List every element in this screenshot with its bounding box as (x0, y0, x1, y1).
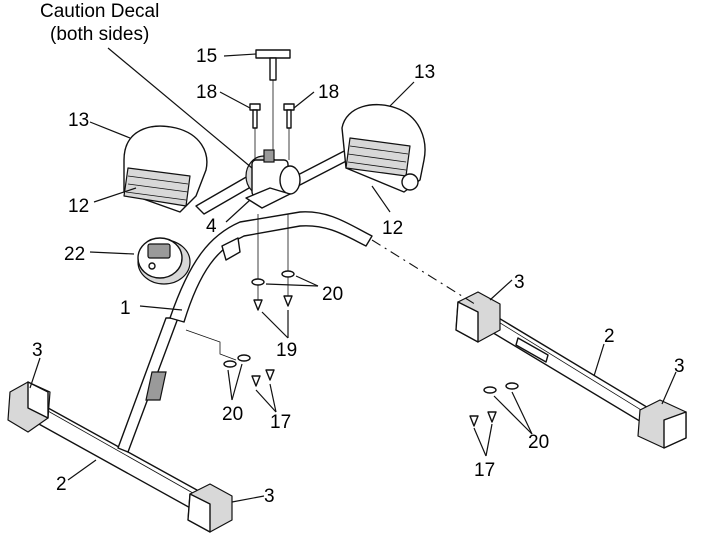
left-rear-end-cap (7, 381, 51, 433)
label-both-sides: (both sides) (50, 24, 149, 45)
mounting-bracket (245, 187, 291, 209)
label-part-12-left: 12 (68, 196, 89, 217)
label-part-20-right: 20 (528, 432, 549, 453)
label-part-20-left: 20 (222, 404, 243, 425)
center-washers (251, 214, 295, 311)
alignment-line (371, 239, 479, 307)
label-part-3-right-bottom: 3 (674, 356, 685, 377)
left-foot-tube (27, 397, 216, 521)
label-part-20-center: 20 (322, 284, 343, 305)
label-part-22: 22 (64, 244, 85, 265)
label-part-17-right: 17 (474, 460, 495, 481)
label-part-3-left-bottom: 3 (264, 486, 275, 507)
label-caution-decal: Caution Decal (40, 1, 159, 22)
label-part-3-right-top: 3 (514, 272, 525, 293)
label-part-4: 4 (206, 216, 217, 237)
left-pedal (123, 125, 208, 213)
label-part-2-right: 2 (604, 326, 615, 347)
label-part-13-left: 13 (68, 110, 89, 131)
right-foot-tube (479, 307, 661, 433)
right-upper-bolt (283, 103, 295, 160)
callout-labels: Caution Decal (both sides) 15 18 18 13 1… (32, 1, 685, 507)
right-lower-hardware (469, 382, 519, 427)
label-part-3-left-top: 3 (32, 340, 43, 361)
right-front-end-cap (637, 399, 687, 449)
label-part-1: 1 (120, 298, 131, 319)
right-rear-end-cap (455, 291, 501, 343)
label-part-18-left: 18 (196, 82, 217, 103)
left-front-end-cap (187, 483, 233, 533)
label-part-12-right: 12 (382, 218, 403, 239)
label-part-2-left: 2 (56, 474, 67, 495)
label-part-19: 19 (276, 340, 297, 361)
left-upper-bolt (249, 103, 261, 160)
left-lower-hardware (185, 329, 275, 387)
main-frame (117, 211, 373, 453)
label-part-13-right: 13 (414, 62, 435, 83)
leader-lines (29, 47, 677, 503)
monitor (137, 237, 191, 285)
tension-knob (255, 49, 291, 150)
label-part-17-left: 17 (270, 412, 291, 433)
label-part-15: 15 (196, 46, 217, 67)
crank-housing (245, 149, 301, 197)
label-part-18-right: 18 (318, 82, 339, 103)
right-pedal (341, 104, 426, 193)
